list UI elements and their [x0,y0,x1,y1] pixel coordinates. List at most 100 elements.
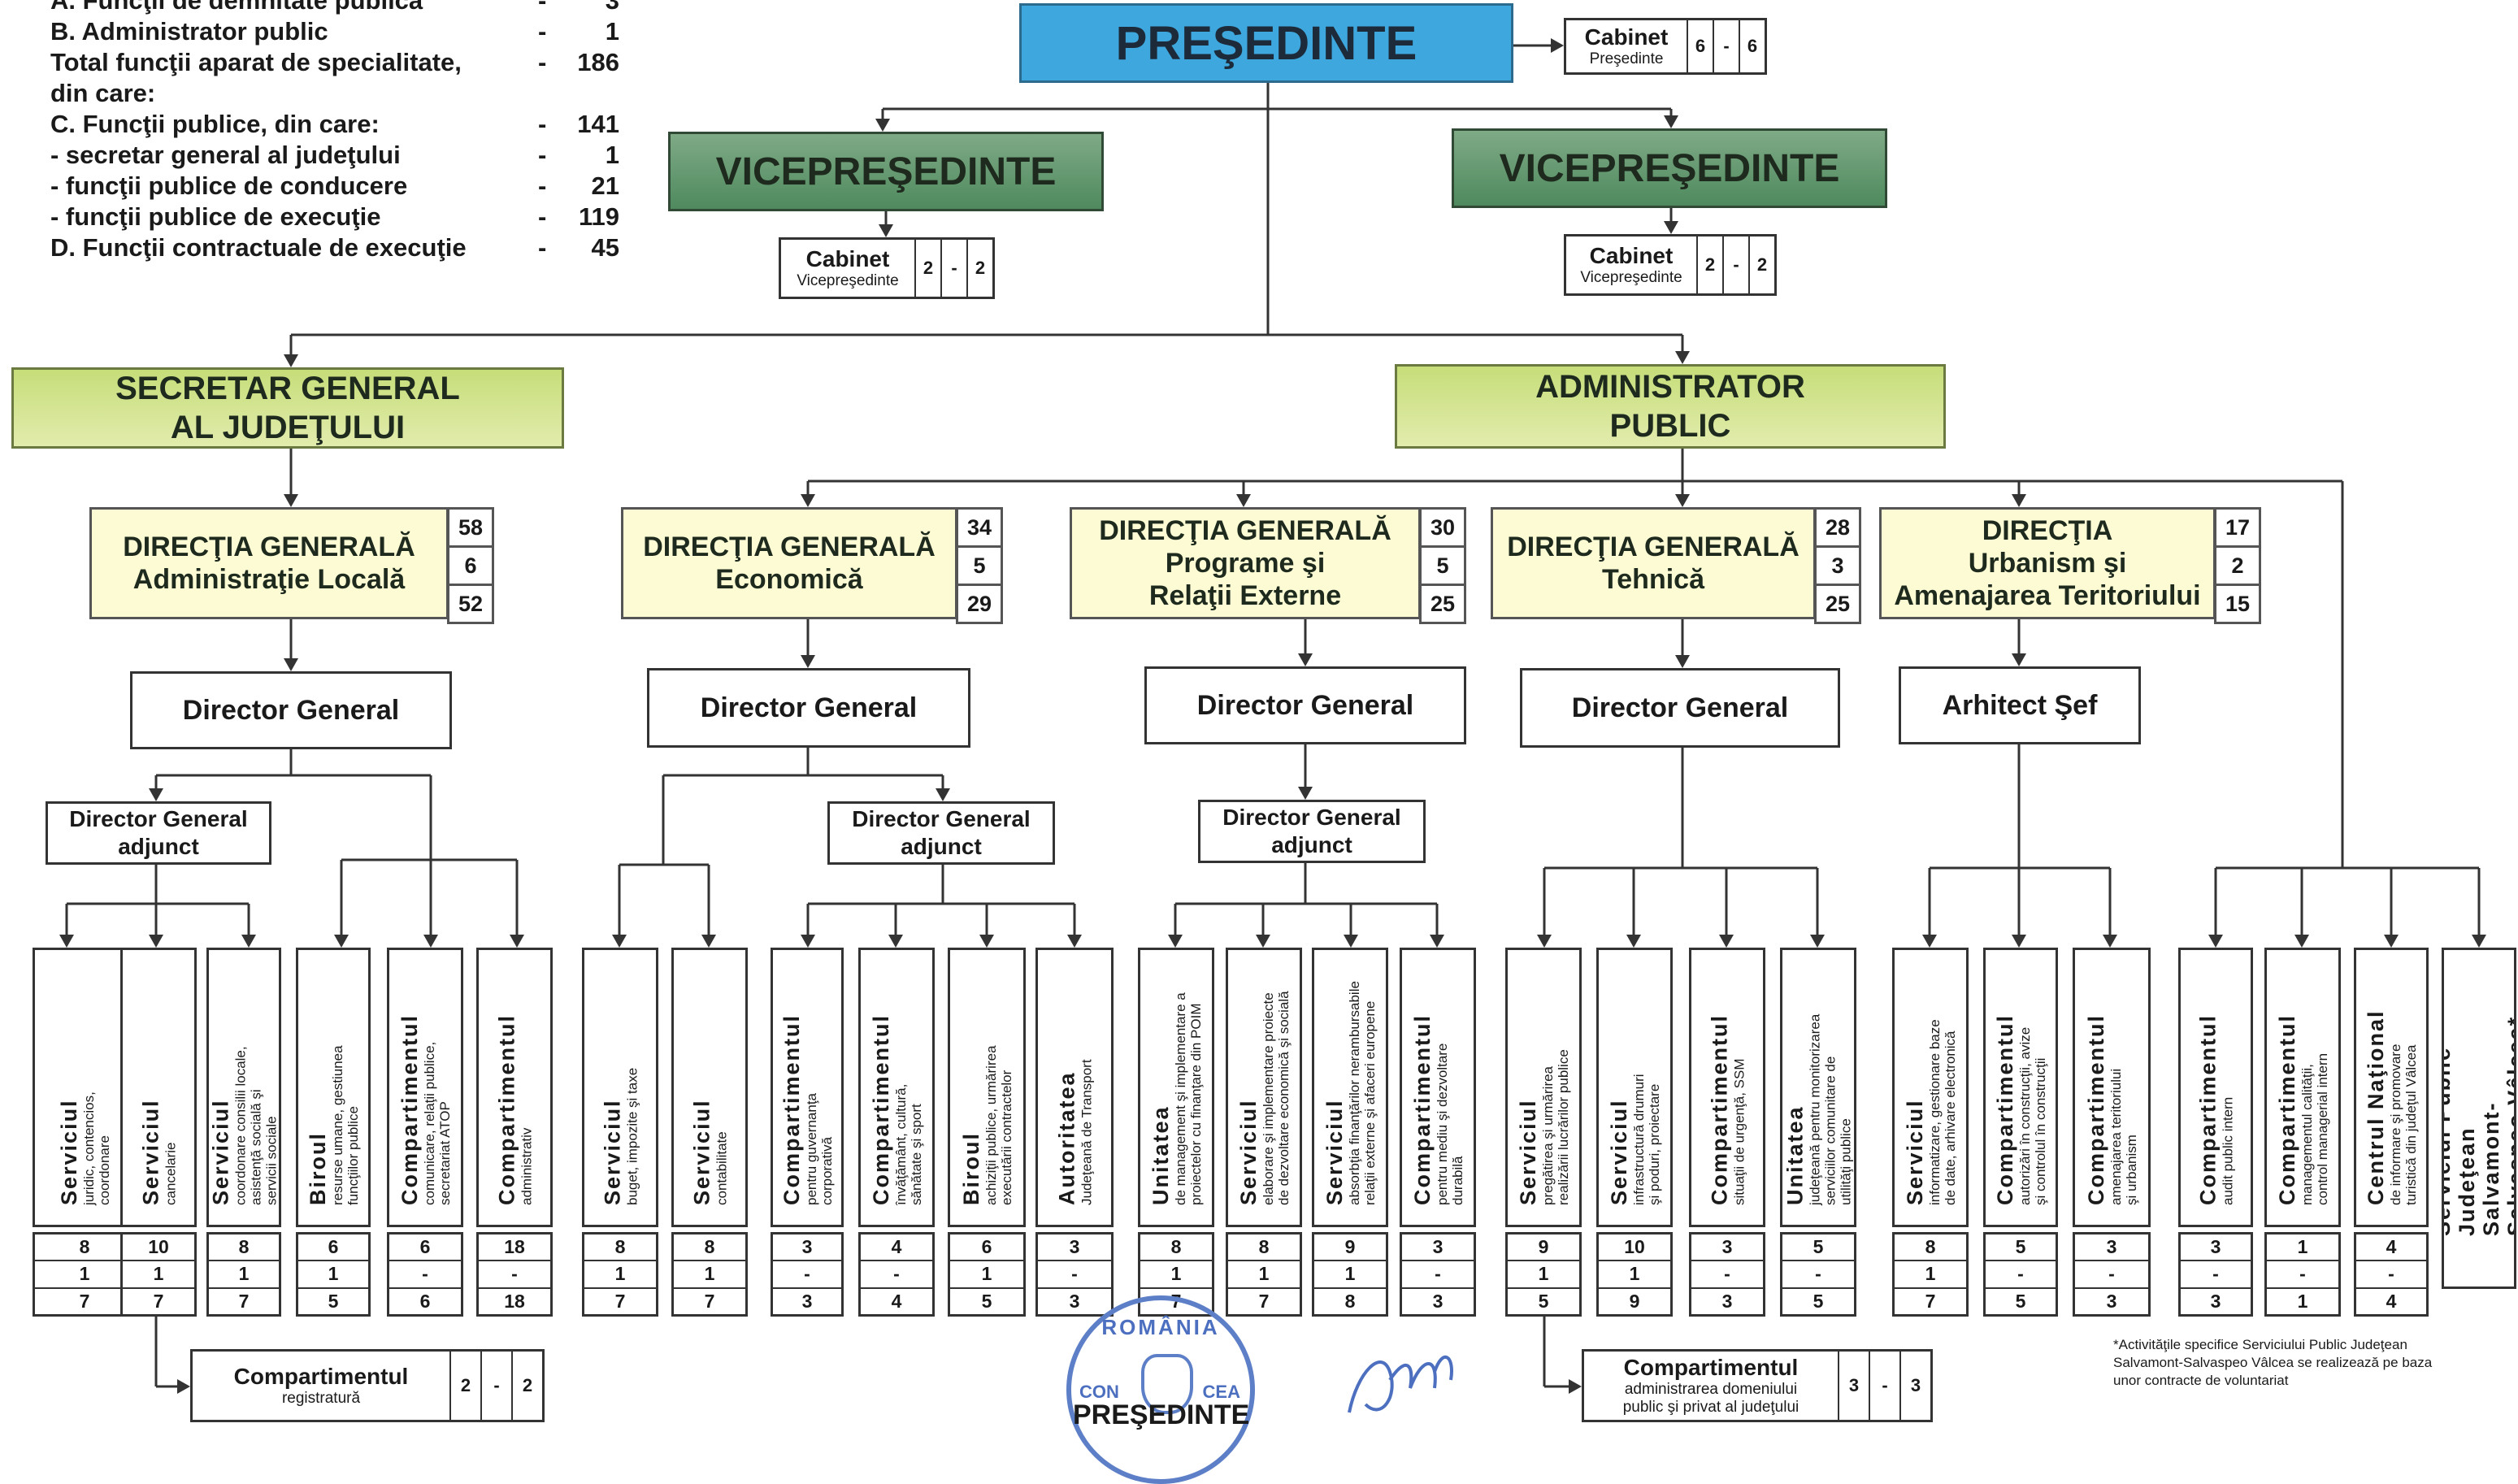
unit-count: 1 [1228,1261,1300,1289]
unit-description: de management şi implementare a [1173,992,1188,1205]
secretar-general-box: SECRETAR GENERAL AL JUDEŢULUI [11,367,564,449]
unit-description: achiziţii publice, urmărirea [983,1045,999,1205]
unit-count: - [1402,1261,1474,1289]
direction-count: 52 [458,591,484,616]
unit-count: - [389,1261,461,1289]
unit-counts: 3-3 [771,1232,844,1317]
unit-count: - [1691,1261,1763,1289]
unit-count: - [773,1261,841,1289]
unit-title: Serviciul [1607,1099,1631,1205]
unit-count: 7 [79,1290,90,1312]
unit-description: contabilitate [714,1131,730,1205]
direction-count: 5 [1422,548,1464,586]
summary-value: 21 [591,171,619,200]
direction-count: 34 [958,510,1001,548]
unit-count: - [2267,1261,2338,1289]
adjunct-line: adjunct [1271,832,1352,857]
summary-label: din care: [50,79,156,107]
direction-count: 28 [1817,510,1859,548]
unit-count: 10 [123,1234,194,1262]
summary-dash: - [538,202,547,231]
unit-description: de date, arhivare electronică [1943,1031,1958,1205]
unit-count: 1 [123,1261,194,1289]
unit-count: 3 [1691,1234,1763,1262]
direction-line: Administraţie Locală [132,564,406,595]
administrator-line: PUBLIC [1609,408,1731,444]
summary-row: - funcţii publice de conducere - 21 [50,171,619,202]
cabinet-count: - [1724,236,1750,293]
footnote: *Activităţile specifice Serviciului Publ… [2113,1336,2511,1390]
unit-title: Serviciul [208,1099,233,1205]
unit-count: 1 [1314,1261,1386,1289]
summary-row: D. Funcţii contractuale de execuţie-45 [50,232,619,263]
cabinet-count: - [1714,20,1740,72]
compartiment-count: 3 [1839,1352,1870,1420]
unit-description: secretariat ATOP [437,1101,453,1205]
direction-line: DIRECŢIA GENERALĂ [123,532,415,562]
compartiment-desc: public şi privat al judeţului [1622,1399,1800,1416]
summary-label: B. Administrator public [50,17,328,46]
unit-count: - [1986,1261,2056,1289]
unit-count: 1 [1895,1261,1966,1289]
connector-lines [59,38,2486,1394]
unit-counts: 6-6 [387,1232,463,1317]
unit-count: 7 [1258,1290,1270,1312]
unit-title: Serviciul [1903,1099,1927,1205]
seal-text-left: CON [1079,1382,1119,1402]
direction-line: DIRECŢIA GENERALĂ [1099,515,1391,546]
unit-count: 1 [674,1261,745,1289]
unit-count: 1 [2297,1290,2308,1312]
direction-administratie-locala: DIRECŢIA GENERALĂ Administraţie Locală [89,507,449,619]
unit-title: Serviciul [1236,1099,1261,1205]
unit-count: 8 [35,1234,134,1262]
unit-count: - [861,1261,932,1289]
cabinet-count: - [942,240,968,297]
positions-summary: A. Funcţii de demnitate publică-3 B. Adm… [50,0,619,263]
summary-value: 3 [605,0,619,15]
adjunct-line: Director General [852,806,1031,831]
seal-text-right: CEA [1202,1382,1240,1402]
unit-description: informatizare, gestionare baze [1927,1019,1943,1205]
unit-title: Serviciul [689,1099,714,1205]
unit-title: Compartimentul [2195,1013,2221,1205]
unit-count: 3 [1038,1234,1111,1262]
unit-title: Serviciul [1322,1099,1347,1205]
unit-count: 4 [861,1234,932,1262]
summary-label: - funcţii publice de conducere [50,171,408,200]
direction-line: Programe şi [1165,548,1326,579]
direction-count: 17 [2216,510,2259,548]
summary-label: - funcţii publice de execuţie [50,202,381,231]
summary-dash: - [538,17,547,46]
summary-value: 186 [577,48,619,76]
unit-title: Compartimentul [494,1013,519,1205]
direction-economica: DIRECŢIA GENERALĂ Economică [621,507,957,619]
summary-dash: - [538,171,547,200]
unit-count: 3 [2181,1234,2251,1262]
unit-title: Unitatea [1782,1105,1808,1205]
unit-count: 8 [584,1234,656,1262]
summary-value: 141 [577,110,619,138]
secretar-line: SECRETAR GENERAL [115,371,460,406]
unit-title: Serviciul [1516,1099,1540,1205]
direction-count: 5 [958,548,1001,586]
unit-description: situaţii de urgenţă, SSM [1731,1058,1747,1205]
cabinet-title: Cabinet [1584,24,1669,50]
unit-count: 8 [1140,1234,1212,1262]
unit-description: servicii sociale [263,1116,280,1205]
unit-title: Compartimentul [779,1013,804,1205]
